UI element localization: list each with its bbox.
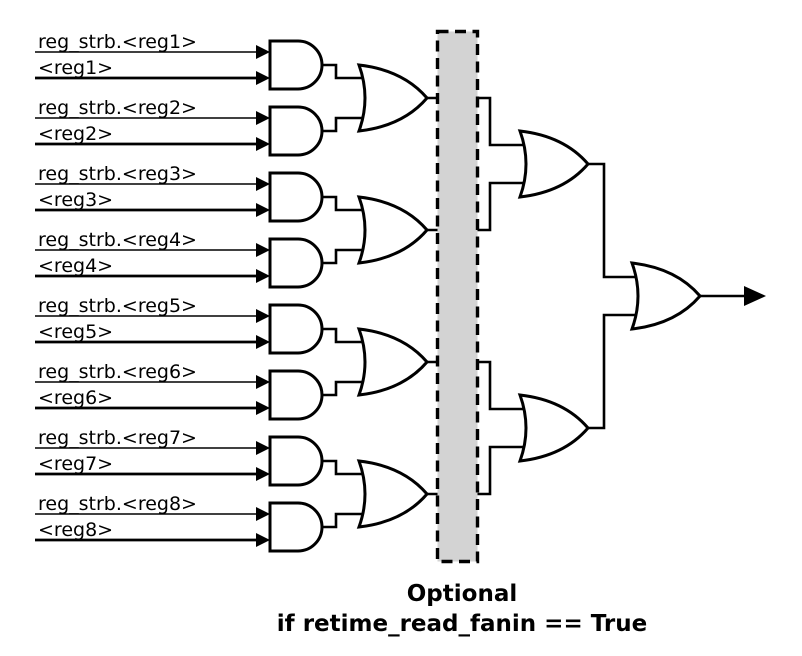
wire <box>322 248 374 265</box>
wire <box>322 512 374 529</box>
or-gates-stage1 <box>357 63 429 529</box>
caption-line2: if retime_read_fanin == True <box>277 611 647 637</box>
arrowhead-icon <box>256 203 270 217</box>
and-gate-5 <box>268 303 324 355</box>
arrowhead-icon <box>256 467 270 481</box>
input-label-strobe: reg_strb.<reg5> <box>38 295 197 317</box>
and-gates <box>268 39 324 553</box>
output <box>700 286 766 306</box>
input-label-reg: <reg3> <box>38 189 113 211</box>
input-label-strobe: reg_strb.<reg4> <box>38 229 197 251</box>
input-label-reg: <reg4> <box>38 255 113 277</box>
arrowhead-icon <box>256 401 270 415</box>
wire <box>322 116 374 133</box>
input-label-reg: <reg5> <box>38 321 113 343</box>
wire <box>322 380 374 397</box>
wire <box>322 459 374 476</box>
input-row-4: reg_strb.<reg4> <reg4> <box>35 229 270 283</box>
wire <box>322 63 374 80</box>
or-gate-stage1-3 <box>357 327 429 397</box>
and-gate-8 <box>268 501 324 553</box>
wire <box>588 313 646 430</box>
and-gate-1 <box>268 39 324 91</box>
input-label-reg: <reg7> <box>38 453 113 475</box>
and-gate-6 <box>268 369 324 421</box>
input-label-reg: <reg2> <box>38 123 113 145</box>
input-label-strobe: reg_strb.<reg7> <box>38 427 197 449</box>
arrowhead-icon <box>256 269 270 283</box>
wire <box>322 327 374 344</box>
and-to-or-wires <box>322 63 374 529</box>
and-gate-4 <box>268 237 324 289</box>
input-label-strobe: reg_strb.<reg3> <box>38 163 197 185</box>
optional-retime-box <box>435 29 480 564</box>
arrowhead-icon <box>256 335 270 349</box>
arrowhead-icon <box>256 507 270 521</box>
arrowhead-icon <box>256 309 270 323</box>
arrowhead-icon <box>256 137 270 151</box>
arrowhead-icon <box>256 71 270 85</box>
and-gate-3 <box>268 171 324 223</box>
or-gates-stage2 <box>518 129 590 463</box>
arrowhead-icon <box>256 375 270 389</box>
input-label-reg: <reg8> <box>38 519 113 541</box>
arrowhead-icon <box>256 243 270 257</box>
or-gate-stage1-4 <box>357 459 429 529</box>
or-gate-stage2-1 <box>518 129 590 199</box>
wire <box>588 162 646 279</box>
input-label-reg: <reg1> <box>38 57 113 79</box>
wire <box>322 195 374 212</box>
arrowhead-icon <box>256 177 270 191</box>
output-arrowhead-icon <box>744 286 766 306</box>
input-label-strobe: reg_strb.<reg1> <box>38 31 197 53</box>
input-label-strobe: reg_strb.<reg6> <box>38 361 197 383</box>
input-row-1: reg_strb.<reg1> <reg1> <box>35 31 270 85</box>
and-gate-2 <box>268 105 324 157</box>
or-gate-stage1-1 <box>357 63 429 133</box>
arrowhead-icon <box>256 111 270 125</box>
stage2-to-final-wires <box>588 162 646 430</box>
input-label-strobe: reg_strb.<reg2> <box>38 97 197 119</box>
or-gate-stage1-2 <box>357 195 429 265</box>
input-row-5: reg_strb.<reg5> <reg5> <box>35 295 270 349</box>
input-row-7: reg_strb.<reg7> <reg7> <box>35 427 270 481</box>
arrowhead-icon <box>256 441 270 455</box>
or-gate-stage2-2 <box>518 393 590 463</box>
input-label-strobe: reg_strb.<reg8> <box>38 493 197 515</box>
input-row-8: reg_strb.<reg8> <reg8> <box>35 493 270 547</box>
or-gate-final <box>630 261 702 331</box>
input-row-2: reg_strb.<reg2> <reg2> <box>35 97 270 151</box>
input-row-6: reg_strb.<reg6> <reg6> <box>35 361 270 415</box>
arrowhead-icon <box>256 45 270 59</box>
arrowhead-icon <box>256 533 270 547</box>
and-gate-7 <box>268 435 324 487</box>
input-row-3: reg_strb.<reg3> <reg3> <box>35 163 270 217</box>
input-label-reg: <reg6> <box>38 387 113 409</box>
caption-line1: Optional <box>407 581 517 607</box>
